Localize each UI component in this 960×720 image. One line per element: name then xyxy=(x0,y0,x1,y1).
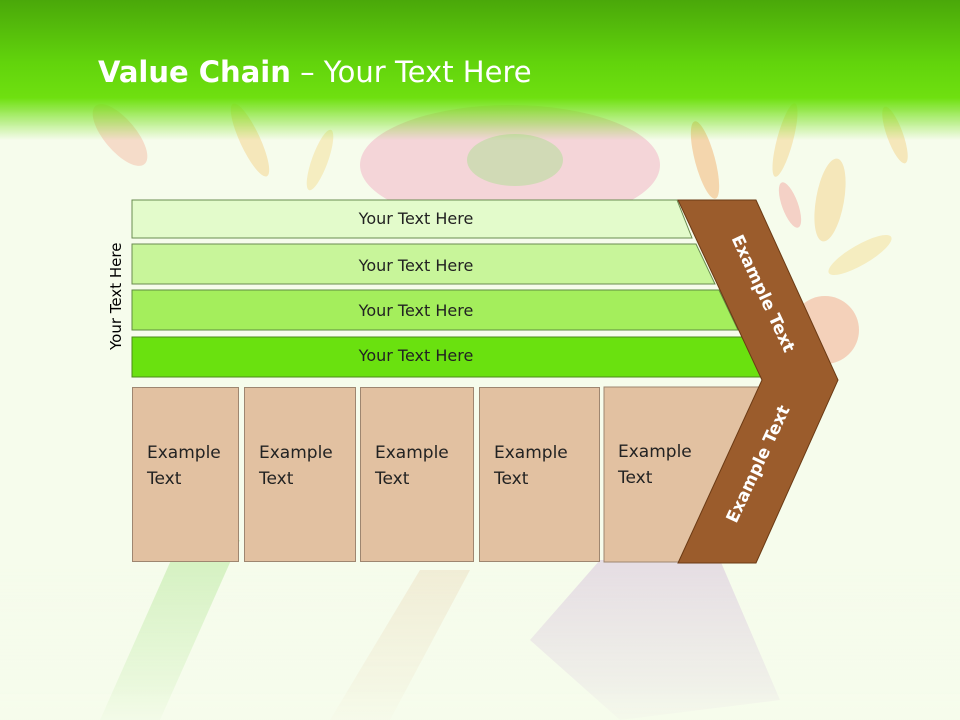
box-3-line2: Text xyxy=(375,469,410,489)
box-2-line2: Text xyxy=(259,469,294,489)
box-4-line2: Text xyxy=(494,469,529,489)
bar-4-label: Your Text Here xyxy=(358,346,474,365)
title-rest: – Your Text Here xyxy=(290,55,532,89)
box-5-line1: Example xyxy=(618,442,692,462)
bar-3-shape xyxy=(131,289,739,331)
bar-1-shape xyxy=(131,199,693,239)
bar-2-label: Your Text Here xyxy=(358,256,474,275)
title-bold: Value Chain xyxy=(98,55,291,89)
box-2-line1: Example xyxy=(259,443,333,463)
box-3-line1: Example xyxy=(375,443,449,463)
bar-3-label: Your Text Here xyxy=(358,301,474,320)
bar-1-label: Your Text Here xyxy=(358,209,474,228)
reflection-fade xyxy=(0,563,960,720)
title-banner xyxy=(0,0,960,140)
page-title: Value Chain – Your Text Here xyxy=(98,52,532,92)
box-4-line1: Example xyxy=(494,443,568,463)
box-5-line2: Text xyxy=(618,468,653,488)
box-1-line1: Example xyxy=(147,443,221,463)
bar-2-shape xyxy=(131,243,716,285)
box-1-line2: Text xyxy=(147,469,182,489)
